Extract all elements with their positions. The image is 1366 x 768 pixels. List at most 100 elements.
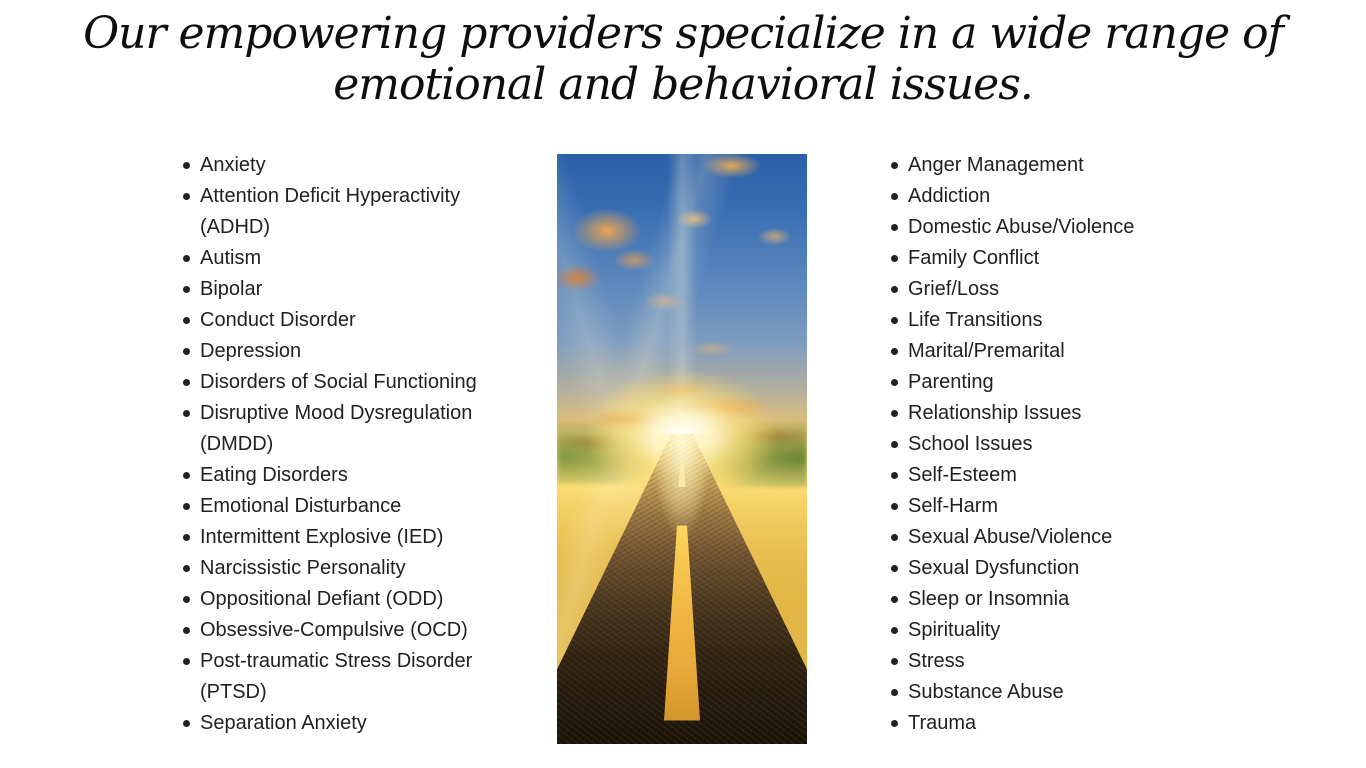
list-item-label: Sexual Dysfunction [908,557,1080,579]
list-item-label: Attention Deficit Hyperactivity (ADHD) [200,185,461,238]
bullet-icon [891,720,898,727]
list-item-label: Eating Disorders [200,464,348,486]
bullet-icon [183,286,190,293]
list-item-label: Sexual Abuse/Violence [908,526,1113,548]
list-item: Stress [888,646,1188,677]
list-item: Autism [180,243,512,274]
bullet-icon [891,441,898,448]
bullet-icon [891,224,898,231]
bullet-icon [891,286,898,293]
list-item: Oppositional Defiant (ODD) [180,584,512,615]
bullet-icon [891,317,898,324]
bullet-icon [183,255,190,262]
list-item-label: Post-traumatic Stress Disorder (PTSD) [200,650,473,703]
list-item: Relationship Issues [888,398,1188,429]
list-item-label: Self-Harm [908,495,999,517]
list-item-label: Emotional Disturbance [200,495,402,517]
list-item-label: Intermittent Explosive (IED) [200,526,444,548]
lane-marking-far [678,462,686,487]
list-item: Grief/Loss [888,274,1188,305]
bullet-icon [891,472,898,479]
list-item: Life Transitions [888,305,1188,336]
list-item: Eating Disorders [180,460,512,491]
list-item-label: Spirituality [908,619,1001,641]
bullet-icon [891,162,898,169]
list-item: Addiction [888,181,1188,212]
list-item-label: Stress [908,650,965,672]
list-item-label: Addiction [908,185,991,207]
bullet-icon [891,193,898,200]
list-item: Disorders of Social Functioning [180,367,512,398]
list-item: Spirituality [888,615,1188,646]
list-item: Marital/Premarital [888,336,1188,367]
bullet-icon [891,658,898,665]
list-item: Obsessive-Compulsive (OCD) [180,615,512,646]
list-item-label: Trauma [908,712,977,734]
list-item-label: Separation Anxiety [200,712,367,734]
list-item-label: Sleep or Insomnia [908,588,1070,610]
list-item: Sleep or Insomnia [888,584,1188,615]
list-item: Conduct Disorder [180,305,512,336]
list-item: Sexual Dysfunction [888,553,1188,584]
list-item-label: Relationship Issues [908,402,1082,424]
list-item: Narcissistic Personality [180,553,512,584]
page-title-line2: emotional and behavioral issues. [333,59,1034,111]
list-item: Anxiety [180,150,512,181]
bullet-icon [183,379,190,386]
list-item-label: Self-Esteem [908,464,1017,486]
list-item-label: Bipolar [200,278,263,300]
list-item: School Issues [888,429,1188,460]
bullet-icon [183,627,190,634]
list-item-label: Domestic Abuse/Violence [908,216,1135,238]
page-title-line1: Our empowering providers specialize in a… [83,8,1284,59]
list-item: Disruptive Mood Dysregulation (DMDD) [180,398,512,460]
bullet-icon [891,503,898,510]
list-item: Post-traumatic Stress Disorder (PTSD) [180,646,512,708]
list-item: Substance Abuse [888,677,1188,708]
bullet-icon [183,472,190,479]
bullet-icon [183,162,190,169]
list-item-label: School Issues [908,433,1033,455]
bullet-icon [183,348,190,355]
left-issues-list: Anxiety Attention Deficit Hyperactivity … [180,150,512,739]
list-item-label: Life Transitions [908,309,1043,331]
list-item-label: Substance Abuse [908,681,1064,703]
bullet-icon [183,720,190,727]
bullet-icon [183,503,190,510]
bullet-icon [891,410,898,417]
list-item-label: Obsessive-Compulsive (OCD) [200,619,468,641]
list-item: Sexual Abuse/Violence [888,522,1188,553]
bullet-icon [891,596,898,603]
page-title: Our empowering providers specialize in a… [0,8,1366,110]
list-item-label: Autism [200,247,262,269]
list-item: Depression [180,336,512,367]
list-item: Separation Anxiety [180,708,512,739]
bullet-icon [183,317,190,324]
road-sunrise-photo [557,154,807,744]
list-item-label: Oppositional Defiant (ODD) [200,588,444,610]
list-item: Intermittent Explosive (IED) [180,522,512,553]
list-item: Trauma [888,708,1188,739]
bullet-icon [183,410,190,417]
list-item-label: Grief/Loss [908,278,1000,300]
bullet-icon [183,596,190,603]
list-item: Parenting [888,367,1188,398]
list-item-label: Narcissistic Personality [200,557,406,579]
bullet-icon [891,379,898,386]
list-item-label: Disruptive Mood Dysregulation (DMDD) [200,402,473,455]
list-item: Emotional Disturbance [180,491,512,522]
list-item-label: Anxiety [200,154,266,176]
list-item: Bipolar [180,274,512,305]
bullet-icon [891,348,898,355]
bullet-icon [183,658,190,665]
list-item-label: Family Conflict [908,247,1040,269]
list-item-label: Disorders of Social Functioning [200,371,477,393]
right-issues-list: Anger Management Addiction Domestic Abus… [888,150,1188,739]
bullet-icon [183,534,190,541]
list-item: Self-Harm [888,491,1188,522]
list-item-label: Parenting [908,371,994,393]
list-item-label: Depression [200,340,302,362]
list-item: Domestic Abuse/Violence [888,212,1188,243]
list-item: Anger Management [888,150,1188,181]
